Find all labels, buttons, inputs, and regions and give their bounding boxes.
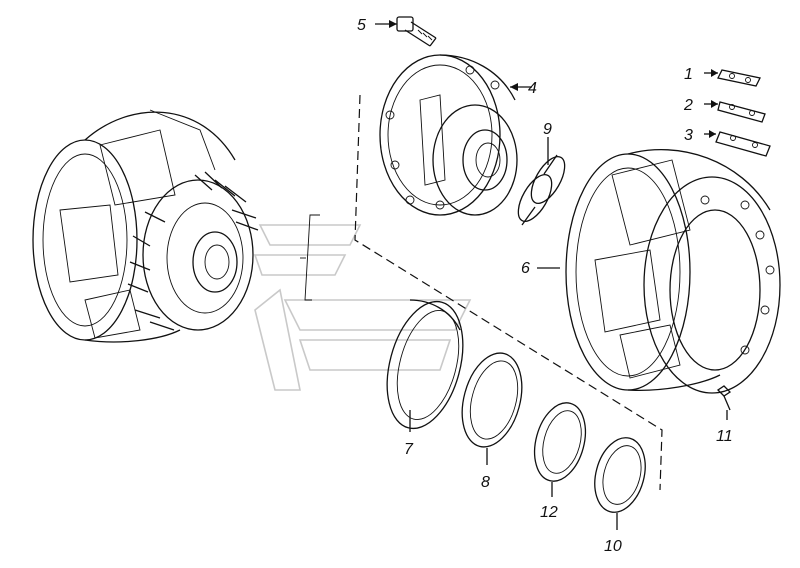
callout-5: 5: [357, 17, 366, 34]
callout-9: 9: [543, 121, 552, 138]
part-9-bearing-ring: [517, 137, 566, 226]
assembled-brake-drum-left: [32, 109, 259, 343]
assembly-guide-lines: [300, 94, 663, 491]
part-11-screw: [716, 385, 732, 420]
part-4-wheel-hub: [379, 54, 532, 216]
callout-12: 12: [540, 504, 558, 521]
callout-8: 8: [481, 474, 490, 491]
callout-11: 11: [716, 428, 733, 445]
part-5-bolt: [375, 16, 437, 47]
part-6-brake-drum: [537, 148, 781, 394]
callout-7: 7: [404, 441, 414, 458]
callout-labels: 1 2 3 4 5 6 7 8 9 10 11 12: [357, 17, 733, 555]
watermark-logo: [253, 224, 472, 391]
callout-3: 3: [684, 127, 693, 144]
wheel-studs-left: [127, 171, 259, 331]
part-10-bearing-cup: [594, 437, 646, 530]
part-8-seal-ring: [461, 352, 523, 465]
part-2-clip: [704, 100, 766, 123]
part-1-clip: [704, 69, 761, 87]
callout-10: 10: [604, 538, 622, 555]
part-7-ring: [386, 299, 464, 432]
callout-2: 2: [683, 97, 693, 114]
callout-6: 6: [521, 260, 530, 277]
callout-4: 4: [528, 80, 537, 97]
part-12-seal: [533, 402, 587, 497]
part-3-clip: [704, 130, 771, 157]
callout-1: 1: [684, 66, 693, 83]
